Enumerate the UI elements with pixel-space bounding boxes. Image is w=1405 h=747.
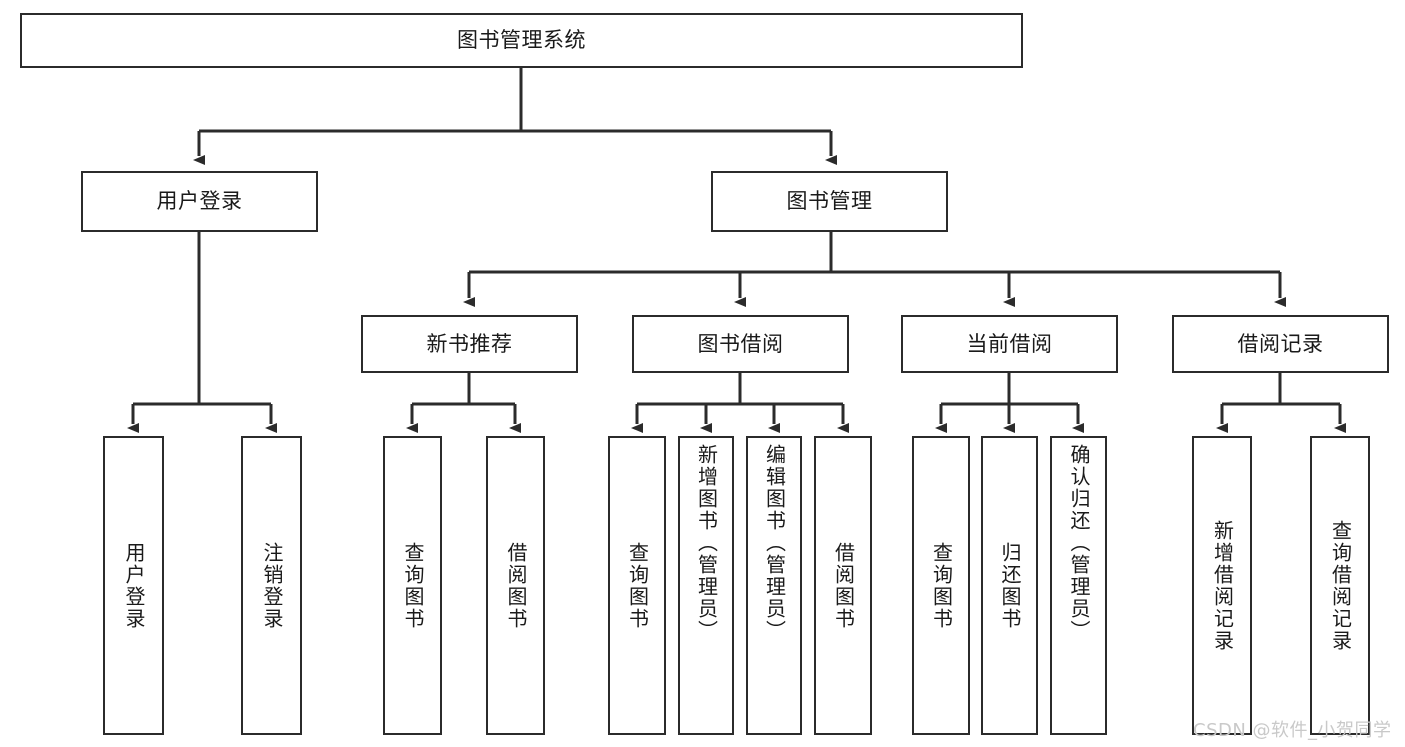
node-label: 用户登录 xyxy=(122,541,146,630)
node-label: 借阅图书 xyxy=(831,541,856,630)
leaf-record-add[interactable]: 新增借阅记录 xyxy=(1192,436,1252,735)
node-label: 编辑图书（管理员） xyxy=(762,444,787,642)
node-book-management[interactable]: 图书管理 xyxy=(711,171,948,232)
leaf-logout[interactable]: 注销登录 xyxy=(241,436,302,735)
leaf-recommend-query-book[interactable]: 查询图书 xyxy=(383,436,442,735)
node-label: 注销登录 xyxy=(260,541,284,630)
leaf-recommend-borrow-book[interactable]: 借阅图书 xyxy=(486,436,545,735)
node-book-borrow[interactable]: 图书借阅 xyxy=(632,315,849,373)
node-label: 当前借阅 xyxy=(966,331,1053,356)
node-label: 图书借阅 xyxy=(697,331,784,356)
node-label: 图书管理 xyxy=(786,189,873,214)
node-new-book-recommend[interactable]: 新书推荐 xyxy=(361,315,578,373)
node-label: 借阅记录 xyxy=(1237,331,1324,356)
node-label: 图书管理系统 xyxy=(457,28,586,53)
node-label: 确认归还（管理员） xyxy=(1067,444,1091,642)
node-current-borrow[interactable]: 当前借阅 xyxy=(901,315,1118,373)
node-label: 查询借阅记录 xyxy=(1328,519,1353,652)
node-label: 用户登录 xyxy=(156,189,243,214)
leaf-user-login[interactable]: 用户登录 xyxy=(103,436,164,735)
node-label: 查询图书 xyxy=(625,541,650,630)
node-label: 新书推荐 xyxy=(426,331,513,356)
node-label: 查询图书 xyxy=(929,541,954,630)
leaf-current-confirm-return[interactable]: 确认归还（管理员） xyxy=(1050,436,1107,735)
leaf-borrow-add-book[interactable]: 新增图书（管理员） xyxy=(678,436,734,735)
node-label: 查询图书 xyxy=(401,541,425,630)
leaf-borrow-edit-book[interactable]: 编辑图书（管理员） xyxy=(746,436,802,735)
node-label: 归还图书 xyxy=(998,541,1022,630)
leaf-current-query-book[interactable]: 查询图书 xyxy=(912,436,970,735)
csdn-watermark: CSDN @软件_小贺同学 xyxy=(1193,720,1392,741)
node-borrow-record[interactable]: 借阅记录 xyxy=(1172,315,1389,373)
node-label: 新增借阅记录 xyxy=(1210,519,1235,652)
node-label: 新增图书（管理员） xyxy=(694,444,719,642)
leaf-current-return-book[interactable]: 归还图书 xyxy=(981,436,1038,735)
leaf-record-query[interactable]: 查询借阅记录 xyxy=(1310,436,1370,735)
leaf-borrow-borrow-book[interactable]: 借阅图书 xyxy=(814,436,872,735)
node-label: 借阅图书 xyxy=(504,541,528,630)
node-user-login[interactable]: 用户登录 xyxy=(81,171,318,232)
node-root-system[interactable]: 图书管理系统 xyxy=(20,13,1023,68)
leaf-borrow-query-book[interactable]: 查询图书 xyxy=(608,436,666,735)
